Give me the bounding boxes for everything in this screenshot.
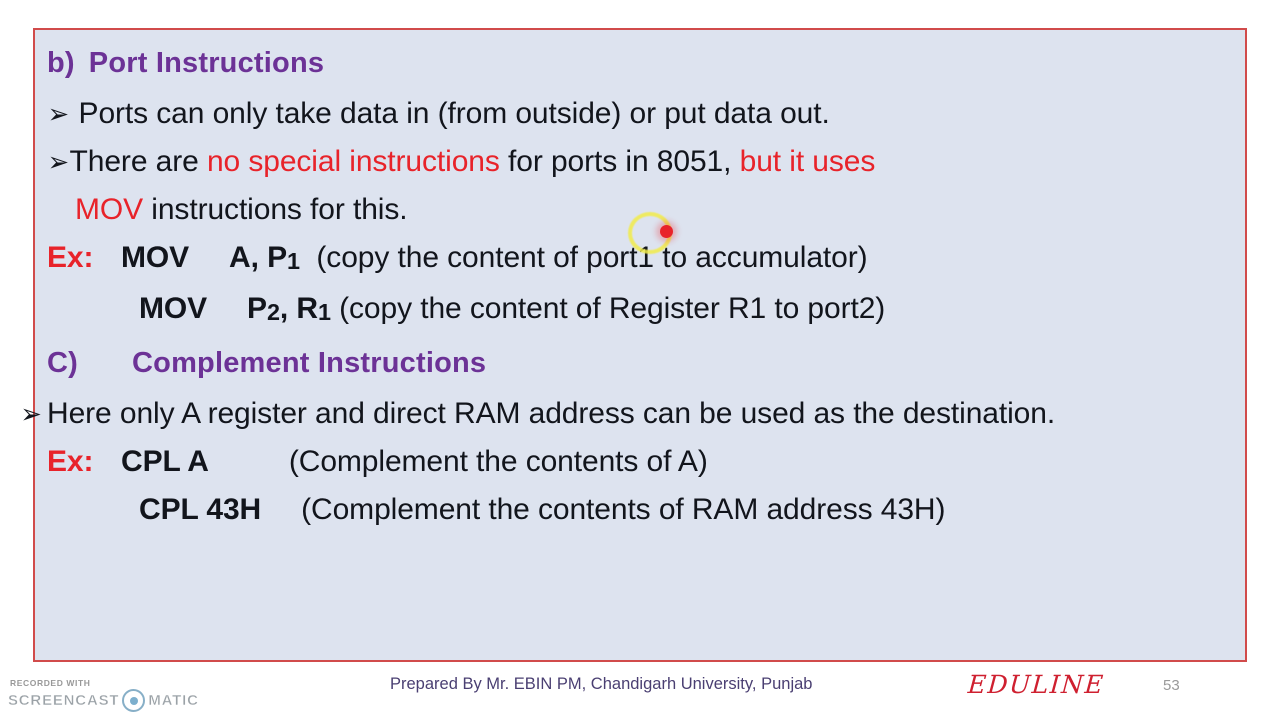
watermark-matic-label: MATIC xyxy=(148,692,199,709)
heading-port-instructions: b) Port Instructions xyxy=(47,36,1235,90)
port-bullet-2-highlight-1: no special instructions xyxy=(206,145,500,178)
complement-example-2-comment: (Complement the contents of RAM address … xyxy=(301,492,946,526)
complement-example-2-mnemonic: CPL 43H xyxy=(139,492,262,526)
heading-complement-title: Complement Instructions xyxy=(132,346,487,379)
port-example-1-mnemonic: MOV xyxy=(121,241,190,274)
watermark-name-row: SCREENCAST MATIC xyxy=(8,689,198,712)
port-example-1-comment: (copy the content of port1 to accumulato… xyxy=(316,241,868,274)
complement-bullet-1-text: Here only A register and direct RAM addr… xyxy=(47,396,1056,430)
page-number: 53 xyxy=(1163,677,1180,694)
complement-bullet-1: ➢Here only A register and direct RAM add… xyxy=(20,396,1056,430)
port-example-2-operand-p-sub: 2 xyxy=(266,298,280,325)
heading-complement-instructions: C) Complement Instructions xyxy=(47,336,1235,390)
port-example-1-operand-sub: 1 xyxy=(287,247,300,274)
complement-example-2: CPL 43H (Complement the contents of RAM a… xyxy=(47,486,1235,534)
complement-example-label: Ex: xyxy=(47,444,94,478)
complement-example-1-mnemonic: CPL A xyxy=(121,444,209,478)
port-example-2-operand-sep: , R xyxy=(279,291,318,325)
port-example-2-operand-r-sub: 1 xyxy=(317,298,331,325)
screencast-o-matic-watermark: RECORDED WITH SCREENCAST MATIC xyxy=(8,678,198,712)
complement-example-1-comment: (Complement the contents of A) xyxy=(288,444,708,478)
heading-port-label: b) xyxy=(47,47,75,79)
port-example-2-comment: (copy the content of Register R1 to port… xyxy=(339,291,886,325)
port-bullet-2-highlight-2: but it uses xyxy=(739,145,876,178)
watermark-recorded-with-label: RECORDED WITH xyxy=(10,678,91,688)
slide-body: b) Port Instructions ➢ Ports can only take… xyxy=(20,36,1235,534)
watermark-record-dot-icon xyxy=(129,696,138,705)
heading-complement-label: C) xyxy=(47,346,79,379)
complement-example-1: Ex: CPL A (Complement the contents of A) xyxy=(47,438,1235,486)
port-bullet-2: ➢There are no special instructions for p… xyxy=(47,138,1235,234)
watermark-record-circle-icon xyxy=(122,689,146,712)
port-example-label: Ex: xyxy=(47,241,94,274)
port-example-2-mnemonic: MOV xyxy=(139,291,208,325)
port-bullet-2-text-a: There are xyxy=(69,145,207,178)
port-bullet-2-text-c: instructions for this. xyxy=(143,193,408,226)
brand-eduline-logo: EDULINE xyxy=(966,670,1106,699)
port-bullet-1-text: Ports can only take data in (from outsid… xyxy=(78,97,830,130)
port-bullet-2-highlight-3: MOV xyxy=(75,193,144,226)
port-bullet-1: ➢ Ports can only take data in (from outsi… xyxy=(47,90,1235,138)
port-bullet-2-text-b: for ports in 8051, xyxy=(499,145,740,178)
port-example-1-operand: A, P xyxy=(229,241,287,274)
port-example-1: Ex: MOV A, P1 (copy the content of port1 t… xyxy=(47,234,1235,285)
port-example-2-operand-p: P xyxy=(247,291,267,325)
arrow-bullet-icon: ➢ xyxy=(47,147,69,177)
slide-content-panel: b) Port Instructions ➢ Ports can only take… xyxy=(20,28,1247,662)
footer-credit: Prepared By Mr. EBIN PM, Chandigarh Univ… xyxy=(390,675,813,693)
arrow-bullet-icon: ➢ xyxy=(47,99,69,129)
heading-port-title: Port Instructions xyxy=(88,47,325,79)
cursor-click-dot-icon xyxy=(660,225,673,238)
watermark-screencast-label: SCREENCAST xyxy=(8,692,120,709)
port-example-2: MOV P2, R1 (copy the content of Register … xyxy=(47,285,1235,336)
